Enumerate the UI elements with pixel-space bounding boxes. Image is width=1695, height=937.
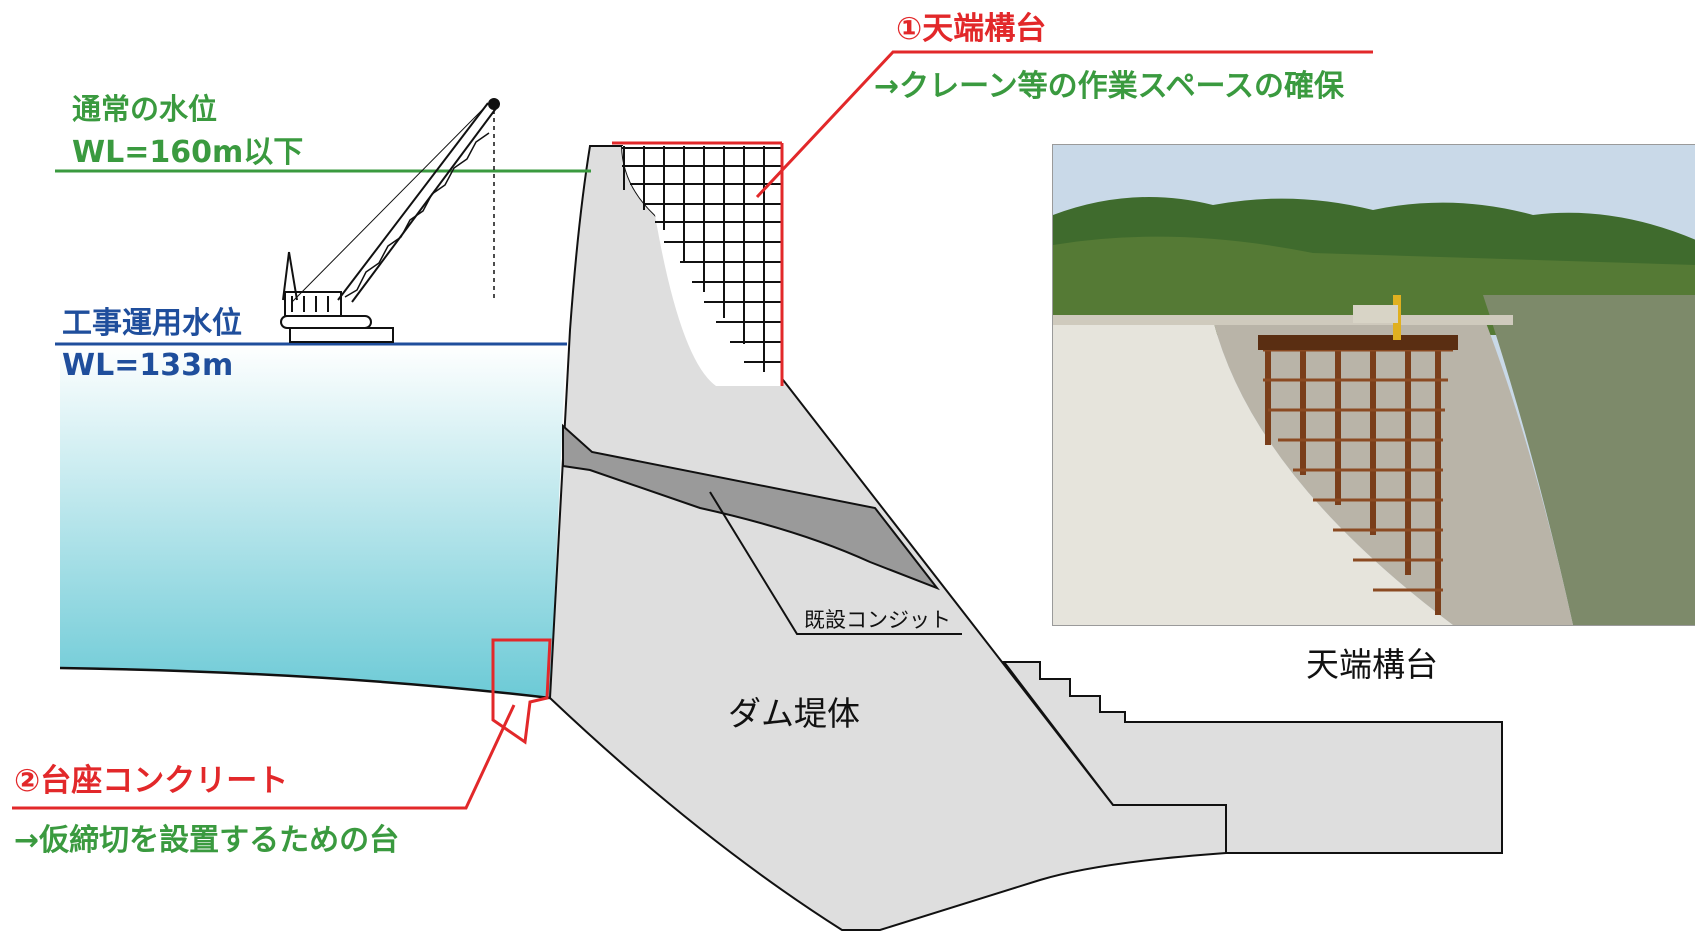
existing-conduit-band — [562, 423, 940, 591]
reservoir-bed-line — [59, 666, 551, 700]
crest-platform-photo — [1052, 144, 1695, 626]
conduit-leader — [709, 491, 962, 635]
base-concrete-desc: →仮締切を設置するための台 — [14, 823, 400, 858]
dam-body-label: ダム堤体 — [728, 694, 860, 733]
existing-conduit-label: 既設コンジット — [804, 608, 951, 632]
base-concrete-title: ②台座コンクリート — [14, 763, 289, 799]
crane-icon — [280, 98, 500, 343]
base-concrete-outline — [491, 638, 552, 745]
normal-wl-title: 通常の水位 — [72, 92, 218, 126]
base-concrete-leader — [12, 704, 516, 810]
crest-platform-leader — [755, 50, 1373, 199]
crest-platform-desc: →クレーン等の作業スペースの確保 — [874, 69, 1345, 104]
normal-wl-value: WL=160m以下 — [72, 135, 304, 170]
construction-wl-title: 工事運用水位 — [62, 306, 242, 341]
reservoir-water — [60, 344, 566, 698]
crest-platform-title: ①天端構台 — [896, 11, 1047, 47]
crest-platform-grid — [622, 146, 783, 386]
photo-caption: 天端構台 — [1306, 645, 1438, 684]
construction-wl-value: WL=133m — [62, 348, 234, 383]
